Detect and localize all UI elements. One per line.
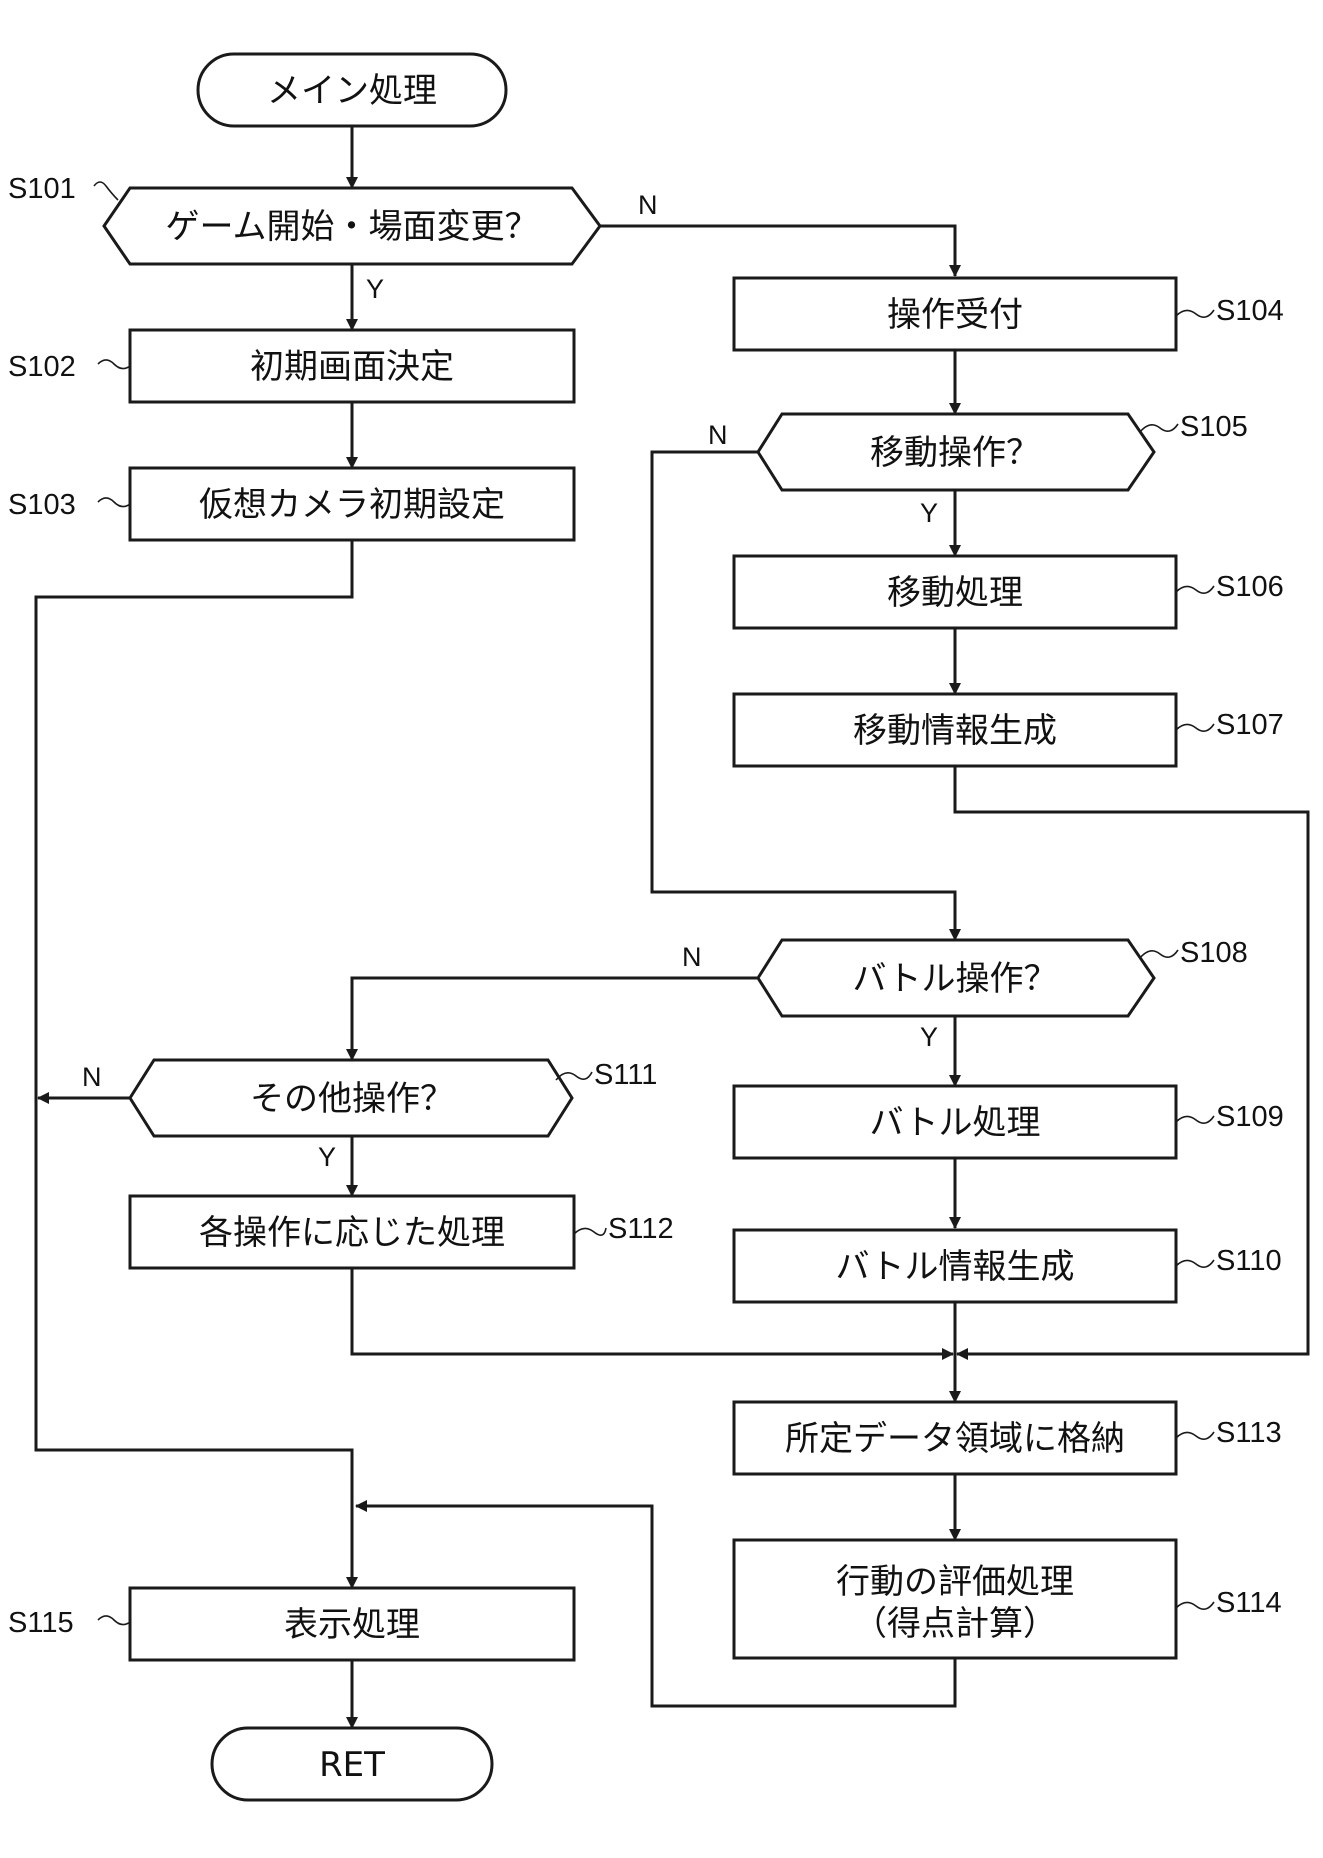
node-s112: 各操作に応じた処理 [128, 1194, 576, 1270]
leader-s110 [1175, 1259, 1215, 1268]
leader-s115 [97, 1615, 131, 1626]
step-label-s102: S102 [8, 351, 76, 383]
arrow-s105-s108 [650, 450, 961, 941]
arrow-s114-s115 [355, 1500, 957, 1708]
node-s115: 表示処理 [128, 1586, 576, 1662]
leader-s103 [97, 497, 131, 508]
branch-s101-no: N [638, 190, 658, 220]
branch-s108-no: N [682, 942, 702, 972]
arrow-s107-merge [953, 766, 1310, 1360]
step-label-s114: S114 [1216, 1587, 1282, 1619]
leader-s109 [1175, 1115, 1215, 1124]
node-s105: 移動操作？ [756, 412, 1156, 492]
node-s107: 移動情報生成 [732, 692, 1178, 768]
node-end: RET [210, 1726, 494, 1802]
arrow-s103-s115 [34, 540, 358, 1589]
leader-s112 [573, 1227, 607, 1236]
step-label-s105: S105 [1180, 411, 1248, 443]
step-label-s109: S109 [1216, 1101, 1284, 1133]
leader-s106 [1175, 585, 1215, 594]
node-s102-label: 初期画面決定 [250, 347, 454, 387]
branch-labels: Y N Y N Y N Y N [82, 190, 938, 1172]
arrow-s101-s104 [600, 224, 961, 277]
node-s109-label: バトル処理 [869, 1103, 1040, 1143]
arrow-s108-s111 [346, 976, 758, 1061]
node-s102: 初期画面決定 [128, 328, 576, 404]
node-s110: バトル情報生成 [732, 1228, 1178, 1304]
node-s101-label: ゲーム開始・場面変更？ [166, 207, 539, 247]
node-s110-label: バトル情報生成 [835, 1247, 1074, 1287]
leader-s114 [1175, 1601, 1215, 1610]
node-s113: 所定データ領域に格納 [732, 1400, 1178, 1476]
connectors [34, 126, 1310, 1729]
node-s114-label-line1: 行動の評価処理 [836, 1562, 1074, 1602]
leader-s105 [1139, 423, 1179, 433]
step-label-s101: S101 [8, 173, 76, 205]
node-s105-label: 移動操作？ [870, 433, 1040, 473]
branch-s111-no: N [82, 1062, 102, 1092]
node-s111: その他操作？ [128, 1058, 574, 1138]
leader-s104 [1175, 309, 1215, 318]
node-s103-label: 仮想カメラ初期設定 [199, 485, 505, 525]
node-s103: 仮想カメラ初期設定 [128, 466, 576, 542]
leader-s101 [93, 181, 119, 201]
step-label-s113: S113 [1216, 1417, 1282, 1449]
node-s112-label: 各操作に応じた処理 [199, 1213, 505, 1253]
step-label-s110: S110 [1216, 1245, 1282, 1277]
step-label-s103: S103 [8, 489, 76, 521]
branch-s105-no: N [708, 420, 728, 450]
node-s104: 操作受付 [732, 276, 1178, 352]
node-s114: 行動の評価処理 （得点計算） [732, 1538, 1178, 1660]
step-label-s112: S112 [608, 1213, 674, 1245]
node-s108: バトル操作？ [756, 938, 1156, 1018]
node-s111-label: その他操作？ [250, 1079, 454, 1119]
node-s104-label: 操作受付 [887, 295, 1023, 335]
node-s107-label: 移動情報生成 [853, 711, 1057, 751]
leader-s108 [1139, 949, 1179, 959]
node-s101: ゲーム開始・場面変更？ [102, 186, 602, 266]
branch-s105-yes: Y [920, 498, 938, 528]
leader-s107 [1175, 723, 1215, 732]
branch-s108-yes: Y [920, 1022, 938, 1052]
arrow-s112-merge [350, 1268, 954, 1360]
node-end-label: RET [319, 1745, 385, 1785]
step-label-s107: S107 [1216, 709, 1284, 741]
node-s106: 移動処理 [732, 554, 1178, 630]
node-start: メイン処理 [196, 52, 508, 128]
node-s106-label: 移動処理 [887, 573, 1023, 613]
leader-s111 [555, 1071, 593, 1081]
node-s108-label: バトル操作？ [852, 959, 1057, 999]
step-label-s108: S108 [1180, 937, 1248, 969]
leader-s113 [1175, 1431, 1215, 1440]
branch-s101-yes: Y [366, 274, 384, 304]
node-s109: バトル処理 [732, 1084, 1178, 1160]
step-label-s111: S111 [594, 1059, 657, 1091]
step-label-s115: S115 [8, 1607, 74, 1639]
step-label-s106: S106 [1216, 571, 1284, 603]
node-s114-label-line2: （得点計算） [853, 1604, 1057, 1644]
step-labels: S101 S102 S103 S104 S105 S106 S107 S108 … [8, 173, 1284, 1639]
node-s115-label: 表示処理 [284, 1605, 420, 1645]
branch-s111-yes: Y [318, 1142, 336, 1172]
node-start-label: メイン処理 [267, 71, 437, 111]
node-s113-label: 所定データ領域に格納 [785, 1419, 1125, 1459]
step-label-s104: S104 [1216, 295, 1284, 327]
leader-s102 [97, 359, 131, 370]
